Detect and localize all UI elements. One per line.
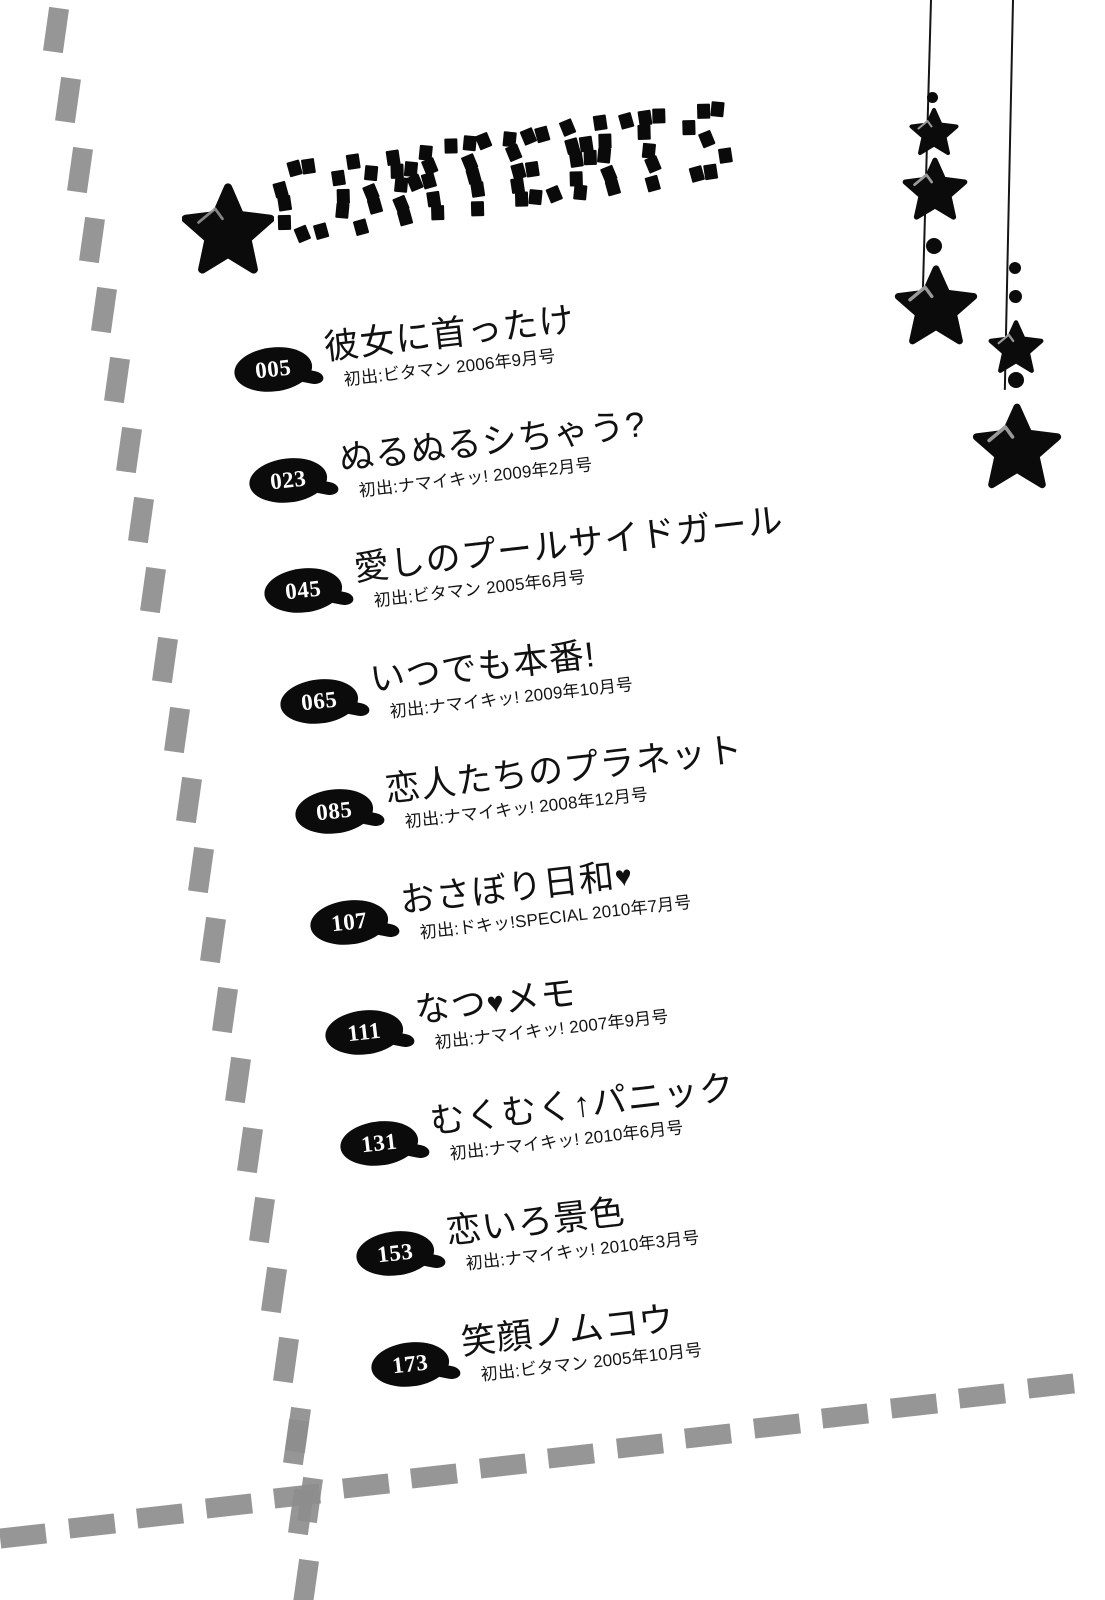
border-dash bbox=[293, 1558, 319, 1600]
garland-bead bbox=[926, 92, 938, 103]
star-icon bbox=[972, 400, 1062, 495]
heading-letter bbox=[558, 114, 626, 201]
border-dash bbox=[615, 1433, 664, 1459]
garland-bead bbox=[1008, 290, 1022, 303]
border-dash bbox=[958, 1383, 1006, 1409]
heading-letter bbox=[444, 131, 510, 217]
border-dash bbox=[889, 1393, 938, 1419]
heading-letter bbox=[271, 157, 335, 244]
heading-letter bbox=[679, 97, 743, 183]
garland-bead bbox=[926, 238, 942, 254]
border-dash bbox=[136, 1503, 184, 1529]
page-title bbox=[178, 101, 738, 300]
border-dash bbox=[547, 1443, 595, 1469]
border-dash bbox=[410, 1463, 458, 1489]
border-dash bbox=[752, 1413, 801, 1439]
star-icon bbox=[902, 155, 968, 226]
star-icon bbox=[181, 182, 275, 279]
border-dash bbox=[67, 1513, 116, 1539]
heading-letter bbox=[385, 141, 451, 227]
border-dash bbox=[684, 1423, 732, 1449]
border-dash bbox=[1026, 1373, 1075, 1399]
heading-letter bbox=[329, 150, 393, 237]
border-dash bbox=[478, 1453, 527, 1479]
border-dash bbox=[204, 1493, 253, 1519]
star-icon bbox=[894, 262, 978, 351]
border-dash bbox=[0, 1523, 47, 1549]
border-dash bbox=[341, 1473, 390, 1499]
heading-letter bbox=[617, 106, 685, 193]
star-icon bbox=[988, 318, 1044, 379]
garland-bead bbox=[1008, 372, 1024, 388]
border-dash bbox=[821, 1403, 869, 1429]
heading-letter bbox=[502, 124, 568, 207]
garland-bead bbox=[1009, 262, 1021, 274]
star-icon bbox=[909, 106, 959, 161]
border-dash bbox=[283, 1418, 309, 1466]
